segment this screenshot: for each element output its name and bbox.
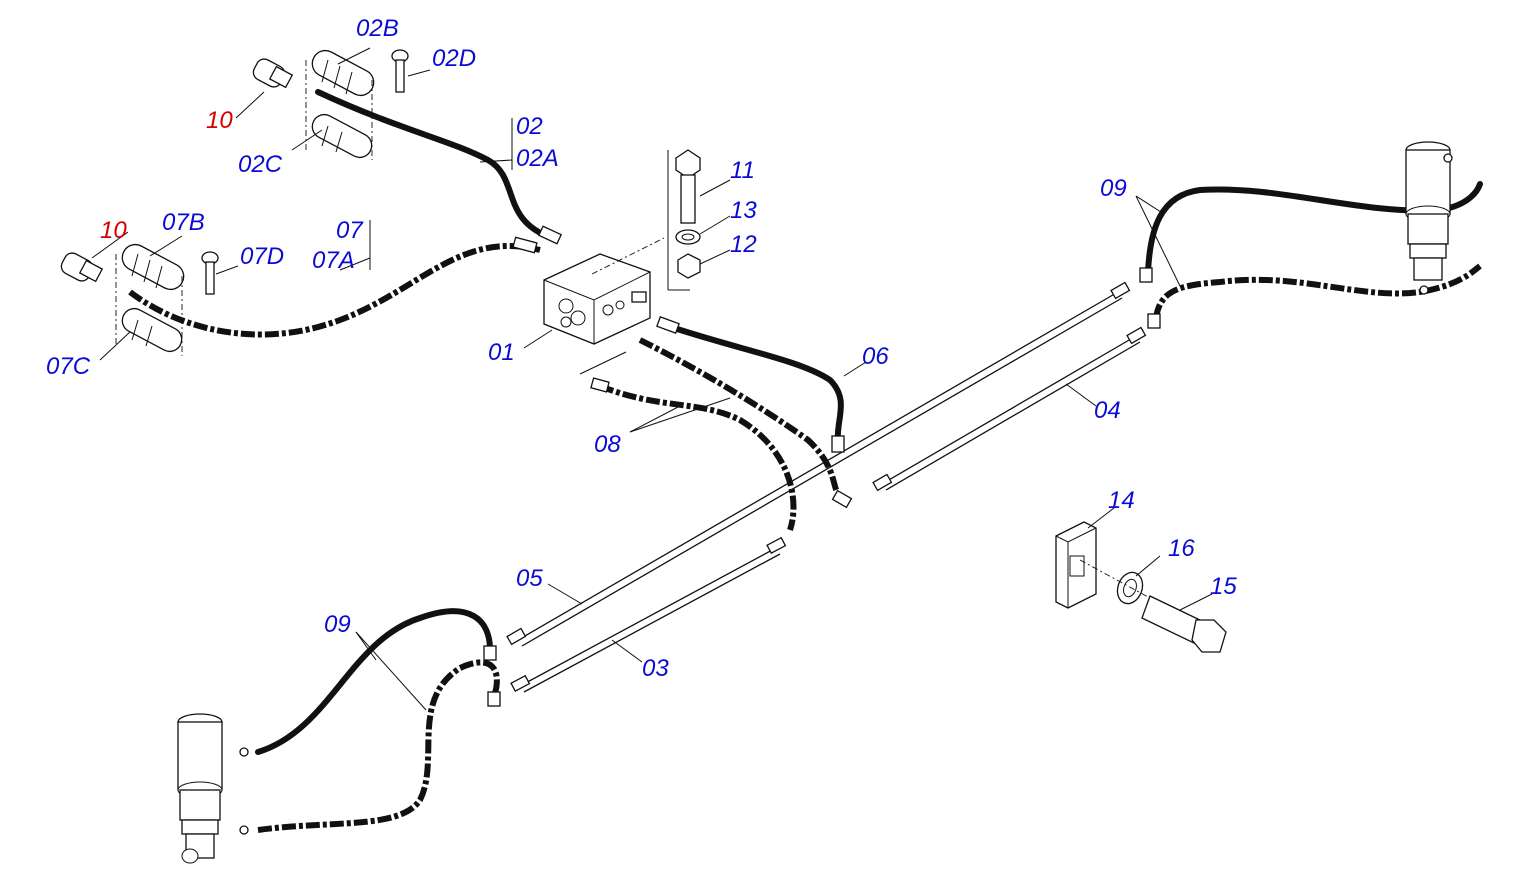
pipe-03 xyxy=(510,536,787,693)
hose-08-lower xyxy=(590,377,797,531)
label-10-top: 10 xyxy=(206,107,233,134)
label-08: 08 xyxy=(594,431,621,458)
label-11: 11 xyxy=(730,157,755,184)
label-07D: 07D xyxy=(240,243,284,270)
label-14: 14 xyxy=(1108,487,1135,514)
hose-07 xyxy=(128,236,541,338)
label-06: 06 xyxy=(862,343,889,370)
washer-13 xyxy=(675,229,701,245)
label-02C: 02C xyxy=(238,151,283,178)
label-04: 04 xyxy=(1094,397,1121,424)
grip-02B xyxy=(311,49,375,97)
cylinder-right xyxy=(1405,141,1453,295)
washer-16 xyxy=(1116,571,1144,605)
cylinder-left xyxy=(177,713,249,864)
leader-lines xyxy=(91,47,1213,711)
hose-06 xyxy=(656,316,845,453)
valve-block-01 xyxy=(543,237,665,375)
label-07A: 07A xyxy=(312,247,355,274)
label-09-left: 09 xyxy=(324,611,351,638)
label-13: 13 xyxy=(730,197,757,224)
label-03: 03 xyxy=(642,655,669,682)
hose-02 xyxy=(315,89,563,245)
label-09-right: 09 xyxy=(1100,175,1127,202)
bracket-14 xyxy=(1055,521,1097,609)
label-05: 05 xyxy=(516,565,543,592)
bolt-15 xyxy=(1141,595,1227,653)
grip-07C xyxy=(121,307,183,353)
screw-07D xyxy=(201,251,219,295)
hose-09-right-lower xyxy=(1147,263,1482,329)
pipe-04 xyxy=(872,326,1147,492)
label-07B: 07B xyxy=(162,209,205,236)
label-10-left: 10 xyxy=(100,217,127,244)
pipe-05 xyxy=(506,281,1131,647)
label-02B: 02B xyxy=(356,15,399,42)
coupling-10-left xyxy=(60,252,104,283)
centerline-14-16 xyxy=(1079,559,1151,599)
label-01: 01 xyxy=(488,339,515,366)
screw-02D xyxy=(391,49,409,93)
coupling-10-top xyxy=(252,58,294,89)
label-16: 16 xyxy=(1168,535,1195,562)
label-02A: 02A xyxy=(516,145,559,172)
hose-09-right-upper xyxy=(1139,181,1483,283)
hose-08-upper xyxy=(638,337,853,509)
nut-12 xyxy=(677,253,701,279)
label-02: 02 xyxy=(516,113,543,140)
hose-09-left-upper xyxy=(255,608,497,755)
grip-07B xyxy=(121,243,185,291)
bolt-11 xyxy=(675,149,701,224)
label-15: 15 xyxy=(1210,573,1237,600)
grip-02C xyxy=(311,113,373,159)
label-12: 12 xyxy=(730,231,757,258)
label-07C: 07C xyxy=(46,353,91,380)
label-07: 07 xyxy=(336,217,364,244)
hose-09-left-lower xyxy=(257,659,501,833)
label-02D: 02D xyxy=(432,45,476,72)
